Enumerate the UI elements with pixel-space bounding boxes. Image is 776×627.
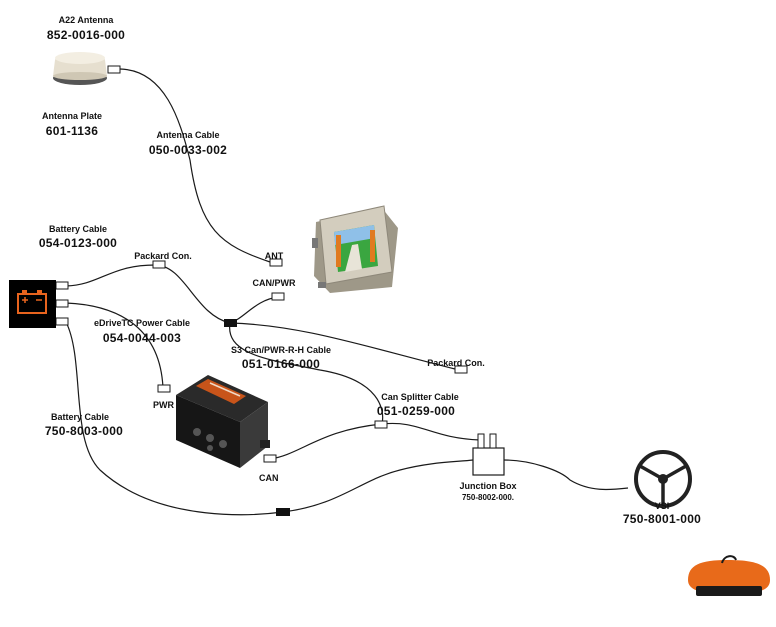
outback-logo — [688, 555, 770, 596]
s3-cable-part-number: 051-0166-000 — [241, 357, 321, 371]
antenna-plate-part-number: 601-1136 — [45, 124, 99, 138]
can-pwr-connector-label: CAN/PWR — [252, 278, 296, 288]
edrive-power-cable-part-number: 054-0044-003 — [102, 331, 182, 345]
pwr-connector-label: PWR — [153, 400, 174, 410]
battery-cable-1-name: Battery Cable — [48, 224, 108, 234]
can-connector — [263, 454, 277, 463]
edrive-power-cable-name: eDriveTC Power Cable — [93, 318, 191, 328]
can-splitter-cable-name: Can Splitter Cable — [381, 392, 459, 402]
edrive-power-line — [65, 302, 164, 389]
ant-connector — [269, 258, 283, 267]
can-splitter-cable-part-number: 051-0259-000 — [376, 404, 456, 418]
packard-2-connector — [454, 365, 468, 374]
packard-2-line — [229, 322, 456, 370]
antenna-part-number: 852-0016-000 — [46, 28, 126, 42]
edrive-controller-image — [176, 375, 270, 468]
packard-connector-1-label: Packard Con. — [134, 251, 192, 261]
antenna-cable-part-number: 050-0033-002 — [148, 143, 228, 157]
junction-box-name: Junction Box — [459, 481, 517, 491]
battery-terminal-3 — [55, 317, 69, 326]
antenna-cable-line — [119, 68, 271, 263]
antenna-cable-name: Antenna Cable — [156, 130, 220, 140]
battery-terminal-1 — [55, 281, 69, 290]
ant-connector-label: ANT — [264, 251, 284, 261]
can-pwr-line — [229, 296, 279, 324]
junction-box-part-number: 750-8002-000. — [461, 493, 515, 502]
antenna-connector — [107, 65, 121, 74]
battery-icon — [9, 280, 56, 328]
splitter-connector — [374, 420, 388, 429]
battery-cable-1-line — [65, 264, 231, 324]
antenna-image — [53, 52, 107, 85]
junction-box-image — [472, 433, 505, 476]
can-splitter-line — [269, 422, 481, 460]
battery-cable-2-part-number: 750-8003-000 — [44, 424, 124, 438]
antenna-name: A22 Antenna — [58, 15, 114, 25]
can-connector-label: CAN — [259, 473, 279, 483]
battery-cable-2-name: Battery Cable — [50, 412, 110, 422]
connector-boxes — [55, 65, 468, 463]
vsi-steering-wheel-image — [634, 450, 692, 508]
pwr-connector — [157, 384, 171, 393]
splice-block-2 — [276, 508, 290, 516]
guidance-display-image — [312, 205, 398, 293]
s3-cable-name: S3 Can/PWR-R-H Cable — [230, 345, 332, 355]
splice-block-1 — [224, 319, 237, 327]
antenna-plate-name: Antenna Plate — [41, 111, 103, 121]
battery-cable-1-part-number: 054-0123-000 — [38, 236, 118, 250]
cables — [65, 68, 629, 516]
vsi-name: VSI — [654, 501, 670, 511]
packard-1-connector — [152, 260, 166, 269]
can-pwr-connector — [271, 292, 285, 301]
s3-cable-line — [229, 322, 384, 425]
packard-connector-2-label: Packard Con. — [427, 358, 485, 368]
vsi-cable-line — [503, 459, 629, 491]
battery-terminal-2 — [55, 299, 69, 308]
vsi-part-number: 750-8001-000 — [622, 512, 702, 526]
battery-cable-2-line — [65, 321, 474, 516]
